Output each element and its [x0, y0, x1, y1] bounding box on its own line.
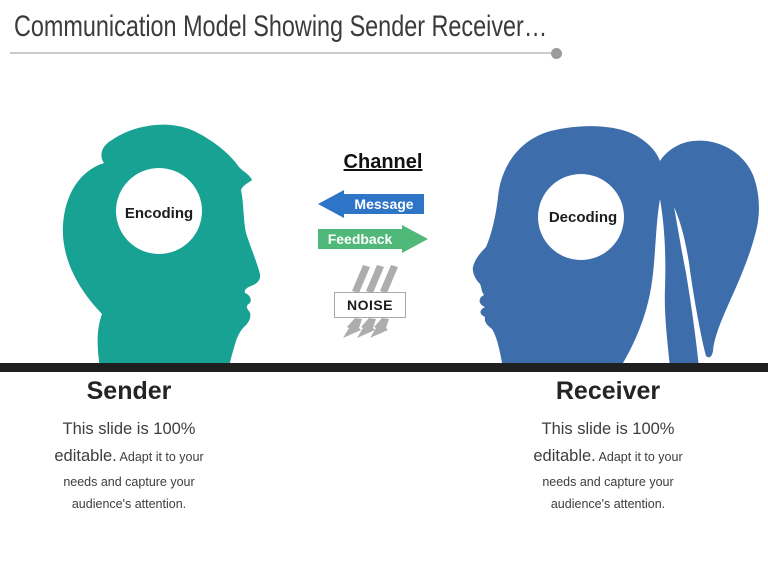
receiver-desc-line1: This slide is 100%	[541, 420, 675, 438]
feedback-label: Feedback	[328, 231, 393, 247]
message-arrow-shape	[318, 190, 424, 218]
sender-heading: Sender	[86, 377, 172, 405]
sender-panel: Sender This slide is 100% editable. Adap…	[19, 377, 239, 515]
sender-desc-line1: This slide is 100%	[62, 420, 196, 438]
slide-title: Communication Model Showing Sender Recei…	[14, 10, 548, 43]
noise-static-marks-icon	[343, 265, 398, 338]
title-rule-end-dot	[551, 48, 562, 59]
noise-box: NOISE	[334, 292, 406, 318]
receiver-panel: Receiver This slide is 100% editable. Ad…	[498, 377, 718, 515]
receiver-head-shape	[472, 126, 759, 368]
receiver-head-silhouette-icon	[472, 126, 759, 368]
sender-desc-line4: audience's attention.	[71, 497, 187, 511]
feedback-arrow-shape	[318, 225, 428, 253]
decoding-brain-circle	[538, 174, 624, 260]
receiver-desc-line4: audience's attention.	[550, 497, 666, 511]
bottom-divider-line	[0, 363, 768, 372]
message-arrow-icon: Message	[318, 190, 424, 218]
noise-label: NOISE	[346, 297, 394, 313]
sender-desc-line3: needs and capture your	[63, 475, 195, 489]
title-underline-rule	[10, 52, 551, 54]
sender-head-silhouette-icon	[62, 124, 261, 368]
feedback-arrow-icon: Feedback	[318, 225, 428, 253]
receiver-heading: Receiver	[555, 377, 661, 405]
message-label: Message	[354, 196, 413, 212]
receiver-desc-line3: needs and capture your	[542, 475, 674, 489]
sender-desc-line2: editable. Adapt it to your	[54, 447, 204, 465]
decoding-label: Decoding	[548, 209, 618, 226]
receiver-desc-line2: editable. Adapt it to your	[533, 447, 683, 465]
channel-heading: Channel	[343, 151, 423, 173]
encoding-brain-circle	[116, 168, 202, 254]
encoding-label: Encoding	[124, 205, 194, 222]
